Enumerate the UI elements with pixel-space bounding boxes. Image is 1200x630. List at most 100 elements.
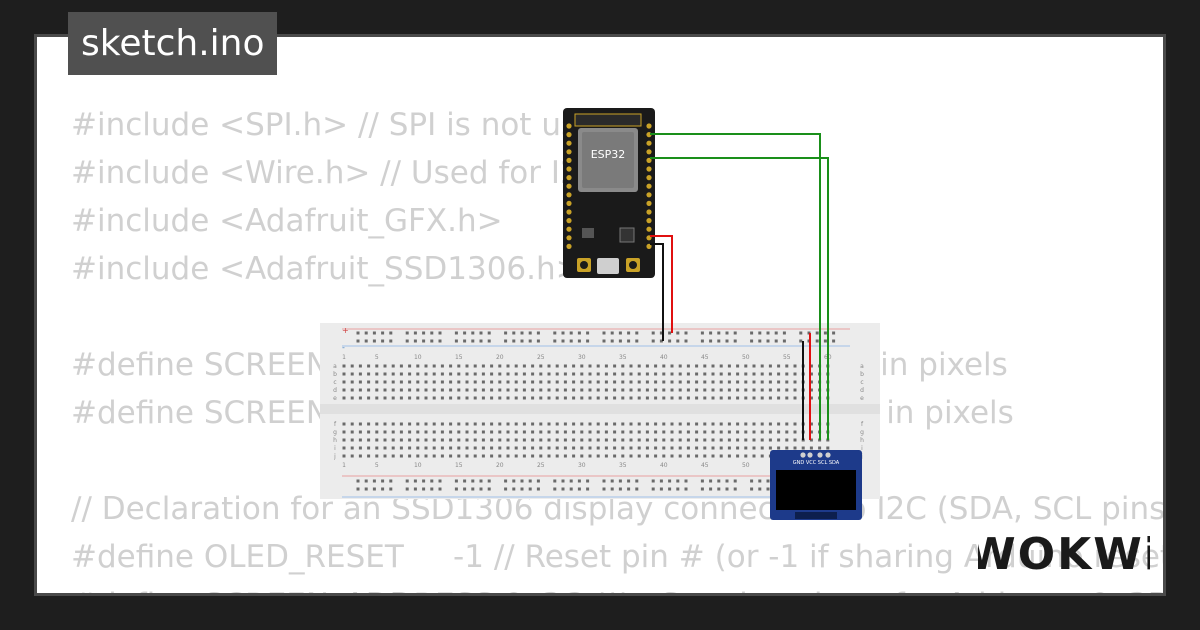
breadboard-hole[interactable] [367,430,371,434]
breadboard-hole[interactable] [399,454,403,458]
breadboard-hole[interactable] [809,388,813,392]
breadboard-hole[interactable] [654,422,658,426]
rail-hole[interactable] [569,479,573,483]
rail-hole[interactable] [700,479,704,483]
rail-hole[interactable] [635,487,639,491]
breadboard-hole[interactable] [432,430,436,434]
rail-hole[interactable] [553,479,557,483]
breadboard-hole[interactable] [514,372,518,376]
breadboard-hole[interactable] [785,388,789,392]
breadboard-hole[interactable] [719,380,723,384]
breadboard-hole[interactable] [342,438,346,442]
breadboard-hole[interactable] [531,388,535,392]
breadboard-hole[interactable] [514,454,518,458]
breadboard-hole[interactable] [457,380,461,384]
breadboard-hole[interactable] [613,430,617,434]
breadboard-hole[interactable] [695,422,699,426]
breadboard-hole[interactable] [481,396,485,400]
breadboard-hole[interactable] [768,380,772,384]
breadboard-hole[interactable] [719,438,723,442]
rail-hole[interactable] [438,479,442,483]
breadboard-hole[interactable] [498,422,502,426]
breadboard-hole[interactable] [498,454,502,458]
breadboard-hole[interactable] [490,364,494,368]
breadboard-hole[interactable] [678,388,682,392]
rail-hole[interactable] [618,487,622,491]
breadboard-hole[interactable] [588,388,592,392]
breadboard-hole[interactable] [662,422,666,426]
rail-hole[interactable] [586,339,590,343]
breadboard-hole[interactable] [473,388,477,392]
breadboard-hole[interactable] [399,380,403,384]
breadboard-hole[interactable] [785,438,789,442]
rail-hole[interactable] [577,479,581,483]
esp32-pin[interactable] [646,226,652,232]
breadboard-hole[interactable] [490,438,494,442]
breadboard-hole[interactable] [440,380,444,384]
breadboard-hole[interactable] [686,454,690,458]
rail-hole[interactable] [799,339,803,343]
rail-hole[interactable] [610,331,614,335]
breadboard-hole[interactable] [399,438,403,442]
esp32-pin[interactable] [646,218,652,224]
rail-hole[interactable] [709,339,713,343]
rail-hole[interactable] [463,331,467,335]
breadboard-hole[interactable] [506,364,510,368]
rail-hole[interactable] [479,331,483,335]
rail-hole[interactable] [823,331,827,335]
breadboard-hole[interactable] [449,430,453,434]
breadboard-hole[interactable] [539,388,543,392]
rail-hole[interactable] [577,339,581,343]
esp32-pin[interactable] [646,166,652,172]
breadboard-hole[interactable] [777,396,781,400]
rail-hole[interactable] [766,487,770,491]
breadboard-hole[interactable] [727,364,731,368]
breadboard-hole[interactable] [744,372,748,376]
breadboard-hole[interactable] [580,372,584,376]
breadboard-hole[interactable] [531,438,535,442]
breadboard-hole[interactable] [654,430,658,434]
rail-hole[interactable] [569,339,573,343]
breadboard-hole[interactable] [547,364,551,368]
breadboard-hole[interactable] [719,454,723,458]
breadboard-hole[interactable] [531,380,535,384]
breadboard-hole[interactable] [514,380,518,384]
breadboard-hole[interactable] [818,446,822,450]
breadboard-hole[interactable] [596,454,600,458]
breadboard-hole[interactable] [637,430,641,434]
rail-hole[interactable] [700,339,704,343]
breadboard-hole[interactable] [604,454,608,458]
breadboard-hole[interactable] [342,364,346,368]
breadboard-hole[interactable] [358,446,362,450]
rail-hole[interactable] [676,479,680,483]
breadboard-hole[interactable] [342,396,346,400]
breadboard-hole[interactable] [481,372,485,376]
breadboard-hole[interactable] [358,454,362,458]
breadboard-hole[interactable] [490,446,494,450]
breadboard-hole[interactable] [449,438,453,442]
breadboard-hole[interactable] [555,364,559,368]
breadboard-hole[interactable] [686,380,690,384]
breadboard-hole[interactable] [547,446,551,450]
breadboard-hole[interactable] [645,422,649,426]
rail-hole[interactable] [815,331,819,335]
breadboard-hole[interactable] [391,438,395,442]
wire-gnd-esp[interactable] [650,243,664,341]
esp32-pin[interactable] [566,140,572,146]
breadboard-hole[interactable] [678,446,682,450]
breadboard-hole[interactable] [350,430,354,434]
rail-hole[interactable] [758,331,762,335]
breadboard-hole[interactable] [572,372,576,376]
breadboard-hole[interactable] [358,364,362,368]
breadboard-hole[interactable] [481,364,485,368]
breadboard-hole[interactable] [777,364,781,368]
rail-hole[interactable] [430,479,434,483]
breadboard-hole[interactable] [391,454,395,458]
breadboard-hole[interactable] [350,422,354,426]
breadboard-hole[interactable] [809,438,813,442]
breadboard-hole[interactable] [449,446,453,450]
rail-hole[interactable] [454,339,458,343]
breadboard-hole[interactable] [637,372,641,376]
breadboard-hole[interactable] [711,396,715,400]
breadboard-hole[interactable] [490,454,494,458]
